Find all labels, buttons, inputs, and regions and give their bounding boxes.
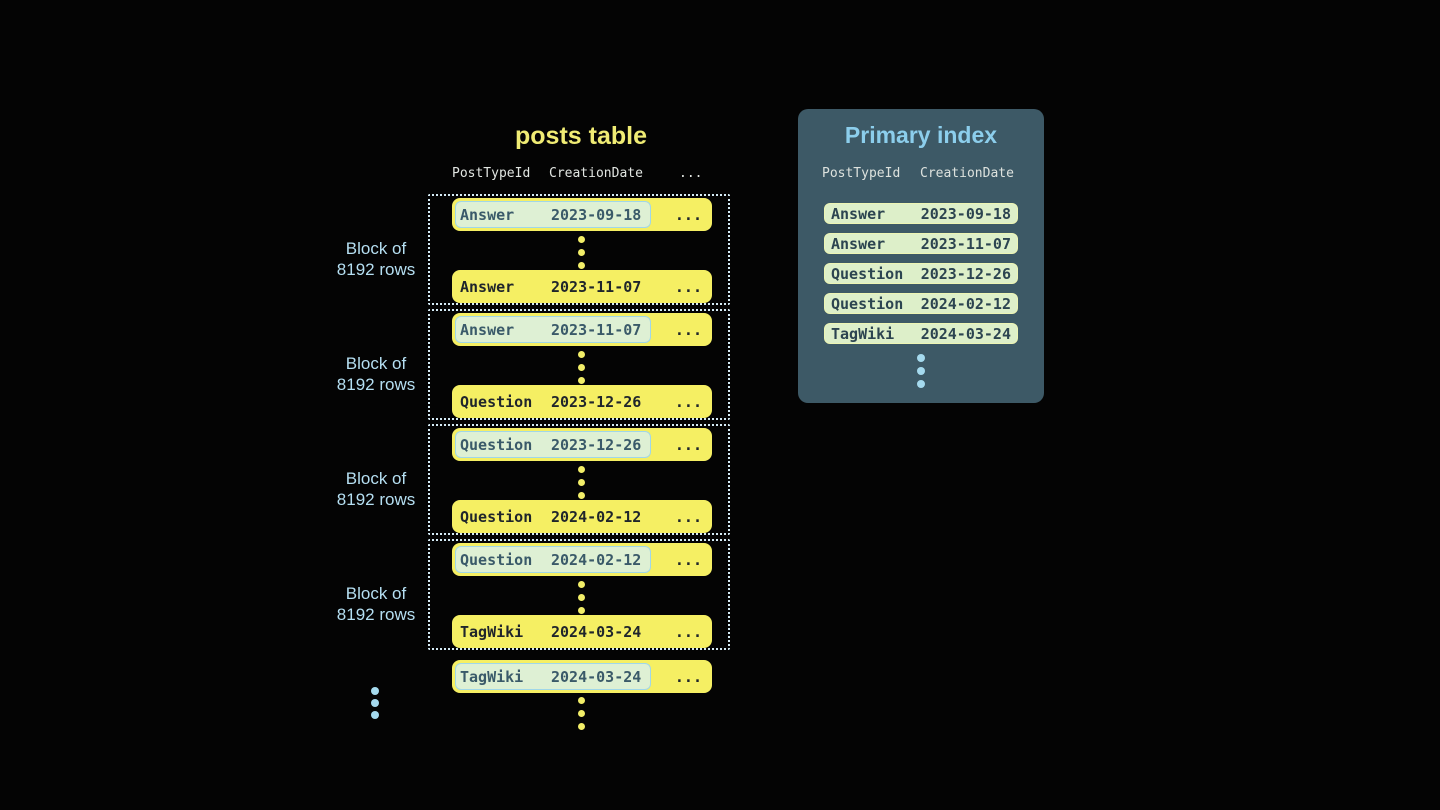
table-row: Question 2023-12-26 ...	[452, 428, 712, 461]
row-posttype: Answer	[460, 277, 515, 296]
indexed-row-highlight: Answer 2023-11-07	[455, 316, 651, 343]
table-row: Answer 2023-09-18 ...	[452, 198, 712, 231]
block-label-line1: Block of	[345, 469, 407, 488]
table-row: Question 2023-12-26 ...	[452, 385, 712, 418]
primary-index-title: Primary index	[844, 122, 998, 148]
table-row: Question 2024-02-12 ...	[452, 500, 712, 533]
row-posttype: Question	[460, 392, 533, 411]
indexed-row-highlight: Question 2023-12-26	[455, 431, 651, 458]
row-posttype: TagWiki	[460, 622, 524, 641]
row-posttype: Question	[460, 435, 533, 454]
primary-index-column-headers: PostTypeId CreationDate	[798, 166, 1044, 184]
row-posttype: Question	[460, 550, 533, 569]
entry-posttype: TagWiki	[831, 324, 895, 343]
omitted-entries-dots	[917, 354, 925, 388]
table-row-next-block: TagWiki 2024-03-24 ...	[452, 660, 712, 693]
omitted-rows-dots	[578, 351, 585, 384]
row-content: Question 2023-12-26	[455, 388, 651, 415]
index-entry: Question 2023-12-26	[824, 263, 1018, 284]
row-block-4: Question 2024-02-12 ... TagWiki 2024-03-…	[428, 539, 730, 650]
column-header-creationdate: CreationDate	[549, 166, 643, 181]
table-row: TagWiki 2024-03-24 ...	[452, 615, 712, 648]
row-creationdate: 2023-12-26	[551, 392, 642, 411]
index-entry: Answer 2023-11-07	[824, 233, 1018, 254]
entry-posttype: Answer	[831, 204, 886, 223]
index-entry: Question 2024-02-12	[824, 293, 1018, 314]
row-posttype: Question	[460, 507, 533, 526]
row-content: Answer 2023-11-07	[455, 273, 651, 300]
column-header-posttypeid: PostTypeId	[822, 166, 901, 181]
table-row: Question 2024-02-12 ...	[452, 543, 712, 576]
table-row: Answer 2023-11-07 ...	[452, 270, 712, 303]
entry-creationdate: 2023-11-07	[920, 234, 1011, 253]
posts-table-column-headers: PostTypeId CreationDate ...	[452, 166, 712, 184]
row-posttype: TagWiki	[460, 667, 524, 686]
row-creationdate: 2023-11-07	[551, 277, 642, 296]
row-ellipsis: ...	[674, 507, 702, 526]
entry-posttype: Answer	[831, 234, 886, 253]
row-ellipsis: ...	[674, 320, 702, 339]
row-creationdate: 2024-02-12	[551, 507, 642, 526]
row-block-1: Answer 2023-09-18 ... Answer 2023-11-07 …	[428, 194, 730, 305]
primary-index-panel: Primary index PostTypeId CreationDate An…	[798, 109, 1044, 403]
entry-creationdate: 2023-12-26	[920, 264, 1011, 283]
row-ellipsis: ...	[674, 392, 702, 411]
row-ellipsis: ...	[674, 205, 702, 224]
column-header-posttypeid: PostTypeId	[452, 166, 531, 181]
omitted-rows-dots	[578, 697, 585, 730]
block-label-line1: Block of	[345, 354, 407, 373]
row-creationdate: 2023-12-26	[551, 435, 642, 454]
row-ellipsis: ...	[674, 550, 702, 569]
index-entry: Answer 2023-09-18	[824, 203, 1018, 224]
block-label-line1: Block of	[345, 239, 407, 258]
indexed-row-highlight: Question 2024-02-12	[455, 546, 651, 573]
row-ellipsis: ...	[674, 667, 702, 686]
block-label-line1: Block of	[345, 584, 407, 603]
indexed-row-highlight: TagWiki 2024-03-24	[455, 663, 651, 690]
row-content: Question 2024-02-12	[455, 503, 651, 530]
block-label-line2: 8192 rows	[336, 605, 416, 624]
entry-creationdate: 2024-02-12	[920, 294, 1011, 313]
entry-posttype: Question	[831, 264, 904, 283]
entry-posttype: Question	[831, 294, 904, 313]
block-label-line2: 8192 rows	[336, 375, 416, 394]
row-posttype: Answer	[460, 320, 515, 339]
indexed-row-highlight: Answer 2023-09-18	[455, 201, 651, 228]
entry-creationdate: 2023-09-18	[920, 204, 1011, 223]
entry-creationdate: 2024-03-24	[920, 324, 1011, 343]
row-block-3: Question 2023-12-26 ... Question 2024-02…	[428, 424, 730, 535]
table-row: Answer 2023-11-07 ...	[452, 313, 712, 346]
row-block-2: Answer 2023-11-07 ... Question 2023-12-2…	[428, 309, 730, 420]
row-posttype: Answer	[460, 205, 515, 224]
row-ellipsis: ...	[674, 435, 702, 454]
block-label-line2: 8192 rows	[336, 260, 416, 279]
row-creationdate: 2023-11-07	[551, 320, 642, 339]
block-label-1: Block of 8192 rows	[296, 238, 456, 280]
block-label-4: Block of 8192 rows	[296, 583, 456, 625]
row-ellipsis: ...	[674, 622, 702, 641]
row-creationdate: 2024-03-24	[551, 622, 642, 641]
block-label-line2: 8192 rows	[336, 490, 416, 509]
column-header-more: ...	[679, 166, 703, 181]
row-creationdate: 2024-02-12	[551, 550, 642, 569]
omitted-rows-dots	[578, 466, 585, 499]
row-content: TagWiki 2024-03-24	[455, 618, 651, 645]
row-ellipsis: ...	[674, 277, 702, 296]
block-label-2: Block of 8192 rows	[296, 353, 456, 395]
row-creationdate: 2024-03-24	[551, 667, 642, 686]
row-creationdate: 2023-09-18	[551, 205, 642, 224]
index-entry: TagWiki 2024-03-24	[824, 323, 1018, 344]
omitted-rows-dots	[578, 236, 585, 269]
column-header-creationdate: CreationDate	[920, 166, 1014, 181]
block-label-3: Block of 8192 rows	[296, 468, 456, 510]
more-blocks-dots	[371, 687, 379, 719]
posts-table-title: posts table	[515, 122, 647, 150]
omitted-rows-dots	[578, 581, 585, 614]
